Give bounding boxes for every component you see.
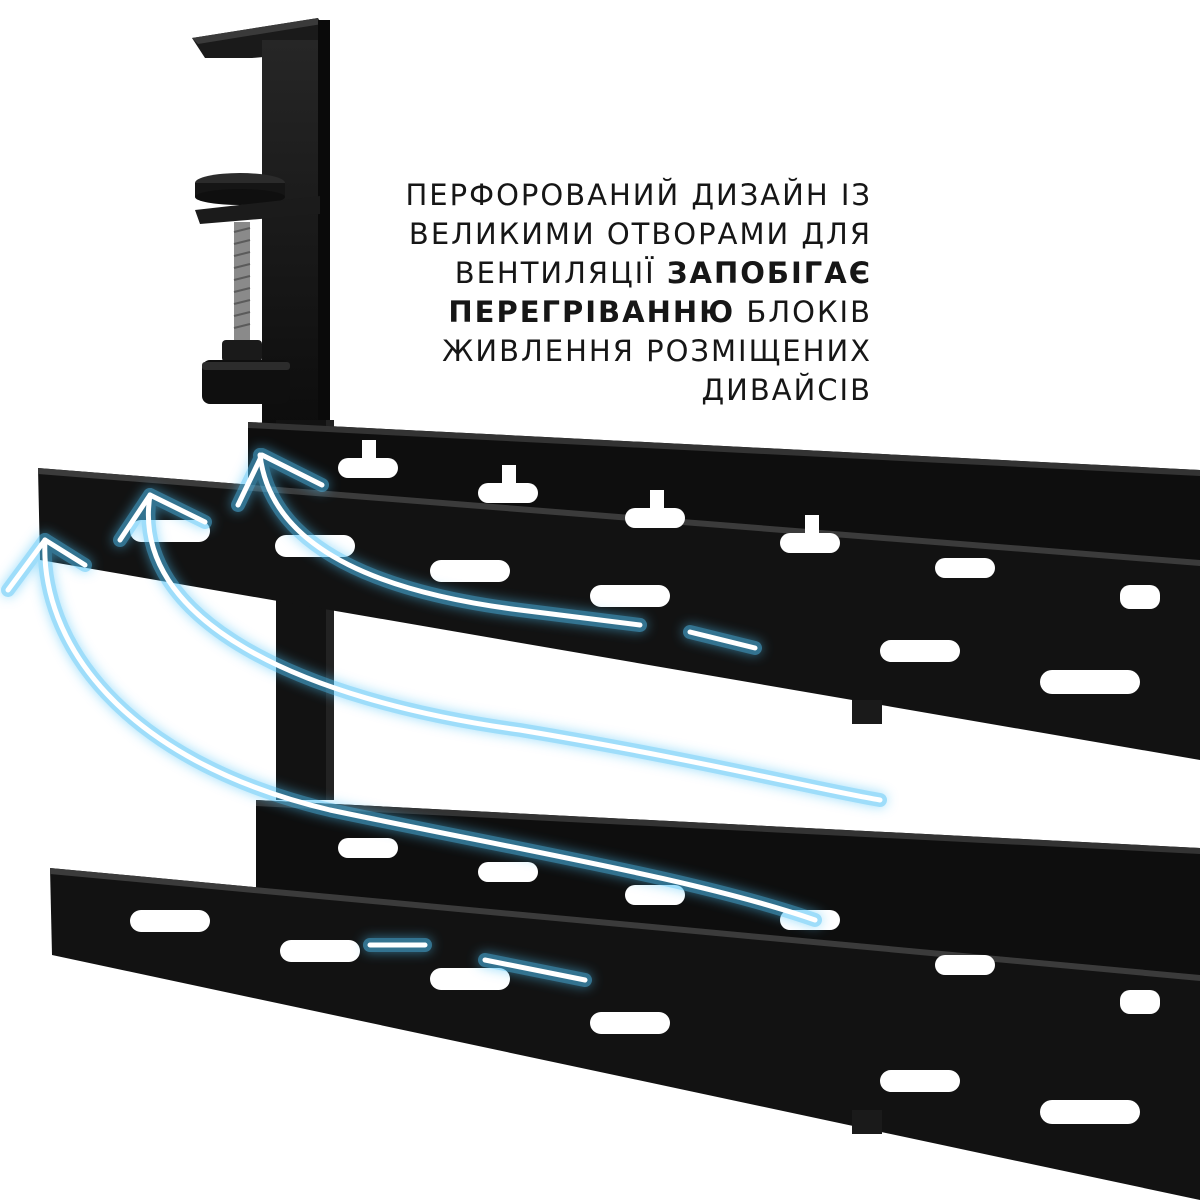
caption-line-1: ПЕРФОРОВАНИЙ ДИЗАЙН ІЗ [405, 178, 872, 212]
cable-tray-lower [50, 800, 1200, 1200]
caption-line-4: ПЕРЕГРІВАННЮ БЛОКІВ [352, 293, 872, 332]
feature-caption: ПЕРФОРОВАНИЙ ДИЗАЙН ІЗ ВЕЛИКИМИ ОТВОРАМИ… [352, 176, 872, 410]
caption-line-2: ВЕЛИКИМИ ОТВОРАМИ ДЛЯ [408, 217, 872, 251]
caption-text: БЛОКІВ [746, 295, 872, 329]
caption-text: ВЕНТИЛЯЦІЇ [454, 256, 656, 290]
cable-tray-upper [38, 422, 1200, 760]
caption-emphasis: ПЕРЕГРІВАННЮ [448, 295, 736, 329]
caption-line-6: ДИВАЙСІВ [701, 373, 872, 407]
caption-line-3: ВЕНТИЛЯЦІЇ ЗАПОБІГАЄ [352, 254, 872, 293]
airflow-arrows [1, 448, 887, 987]
caption-line-5: ЖИВЛЕННЯ РОЗМІЩЕНИХ [442, 334, 872, 368]
caption-emphasis: ЗАПОБІГАЄ [666, 256, 872, 290]
